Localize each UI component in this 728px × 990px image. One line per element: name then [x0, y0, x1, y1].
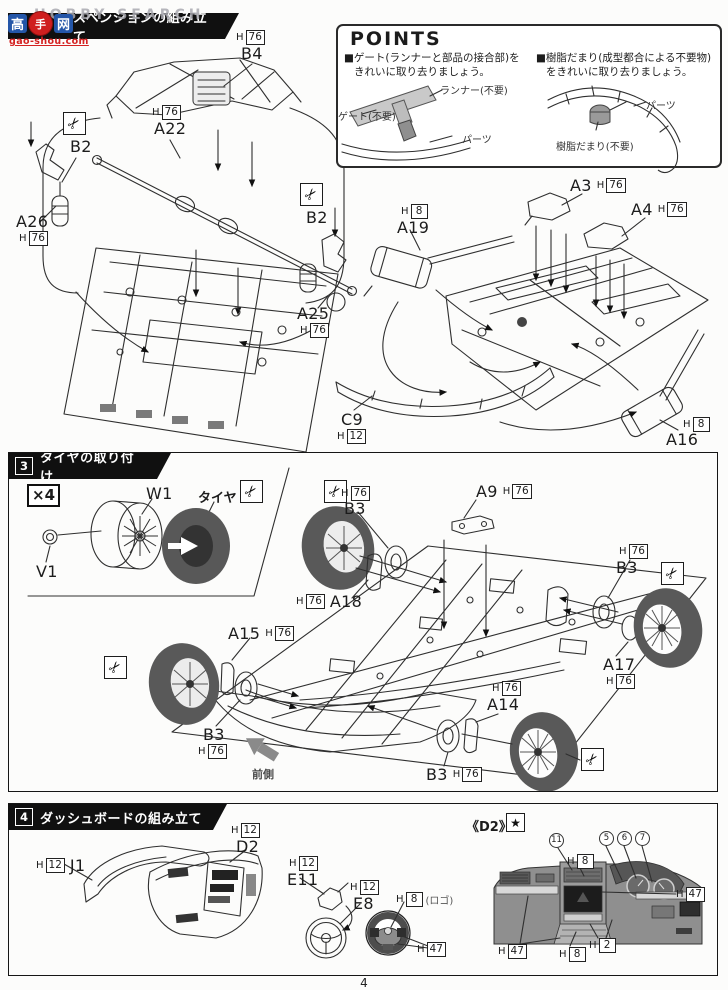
part-label-a25: A25 — [297, 304, 330, 323]
part-label-d2: D2 — [236, 837, 260, 856]
part-label-left: パーツ — [462, 135, 492, 146]
part-label-e8: E8 — [353, 894, 374, 913]
part-label-b3-topleft: B3 — [344, 499, 366, 518]
d2-detail-title: 《D2》 — [466, 820, 512, 835]
nipper-icon: ✂ — [63, 112, 86, 135]
nipper-icon: ✂ — [661, 562, 684, 585]
front-direction-arrow — [245, 738, 280, 762]
part-label-c9: C9 — [341, 410, 363, 429]
watermark-site-url: gao-shou.com — [9, 36, 89, 47]
chassis-floor-drawing — [335, 192, 709, 438]
resin-blob-label: 樹脂だまり(不要) — [556, 142, 634, 153]
page-number: 4 — [360, 976, 368, 990]
nipper-icon: ✂ — [240, 480, 263, 503]
watermark-char-1: 高 — [8, 14, 27, 33]
section3-number: 3 — [15, 457, 33, 475]
part-label-a14: A14 — [487, 695, 520, 714]
points-right-note-1: ■樹脂だまり(成型都合による不要物) — [536, 52, 712, 64]
nipper-icon: ✂ — [581, 748, 604, 771]
gaoshou-watermark-logo: 高 手 网 — [8, 11, 73, 36]
section4-title: ダッシュボードの組み立て — [40, 811, 203, 827]
points-left-note-2: きれいに取り去りましょう。 — [354, 66, 490, 78]
section3-box — [8, 452, 718, 792]
callout-number-11: 11 — [549, 833, 564, 848]
part-label-a16: A16 — [666, 430, 699, 449]
gate-label: ゲート(不要) — [338, 112, 396, 123]
tire-label: タイヤ — [198, 491, 237, 506]
suspension-subframe-drawing — [27, 57, 358, 453]
part-label-b3-right: B3 — [616, 558, 638, 577]
part-label-a26: A26 — [16, 212, 49, 231]
watermark-char-2: 网 — [54, 14, 73, 33]
wheel-inset-drawing — [27, 467, 290, 597]
part-label-w1: W1 — [146, 484, 173, 503]
section3-header: 3 タイヤの取り付け — [8, 453, 171, 479]
runner-label: ランナー(不要) — [440, 86, 508, 97]
part-label-v1: V1 — [36, 562, 58, 581]
part-label-b2-right: B2 — [306, 208, 328, 227]
section4-box — [8, 803, 718, 976]
watermark-seal-icon: 手 — [28, 11, 53, 36]
callout-number-5: 5 — [599, 831, 614, 846]
callout-number-6: 6 — [617, 831, 632, 846]
part-label-b3-bottomleft: B3 — [203, 725, 225, 744]
nipper-icon: ✂ — [104, 656, 127, 679]
star-icon: ★ — [506, 813, 525, 832]
part-label-b2-left: B2 — [70, 137, 92, 156]
part-label-a17: A17 — [603, 655, 636, 674]
part-label-a19: A19 — [397, 218, 430, 237]
callout-number-7: 7 — [635, 831, 650, 846]
points-right-note-2: をきれいに取り去りましょう。 — [546, 66, 693, 78]
nipper-icon: ✂ — [300, 183, 323, 206]
chassis-underside-drawing — [148, 499, 707, 792]
part-label-e11: E11 — [287, 870, 319, 889]
section4-header: 4 ダッシュボードの組み立て — [8, 804, 227, 830]
part-label-a22: A22 — [154, 119, 187, 138]
hobby-search-watermark: HOBBY SEARCH — [34, 7, 205, 23]
section4-number: 4 — [15, 808, 33, 826]
part-label-right: パーツ — [646, 101, 676, 112]
front-side-label: 前側 — [252, 768, 274, 781]
points-left-note-1: ■ゲート(ランナーと部品の接合部)を — [344, 52, 520, 64]
points-title: POINTS — [350, 28, 442, 50]
quantity-multiplier: ×4 — [27, 484, 61, 507]
nipper-icon: ✂ — [324, 480, 347, 503]
part-label-b4: B4 — [241, 44, 263, 63]
